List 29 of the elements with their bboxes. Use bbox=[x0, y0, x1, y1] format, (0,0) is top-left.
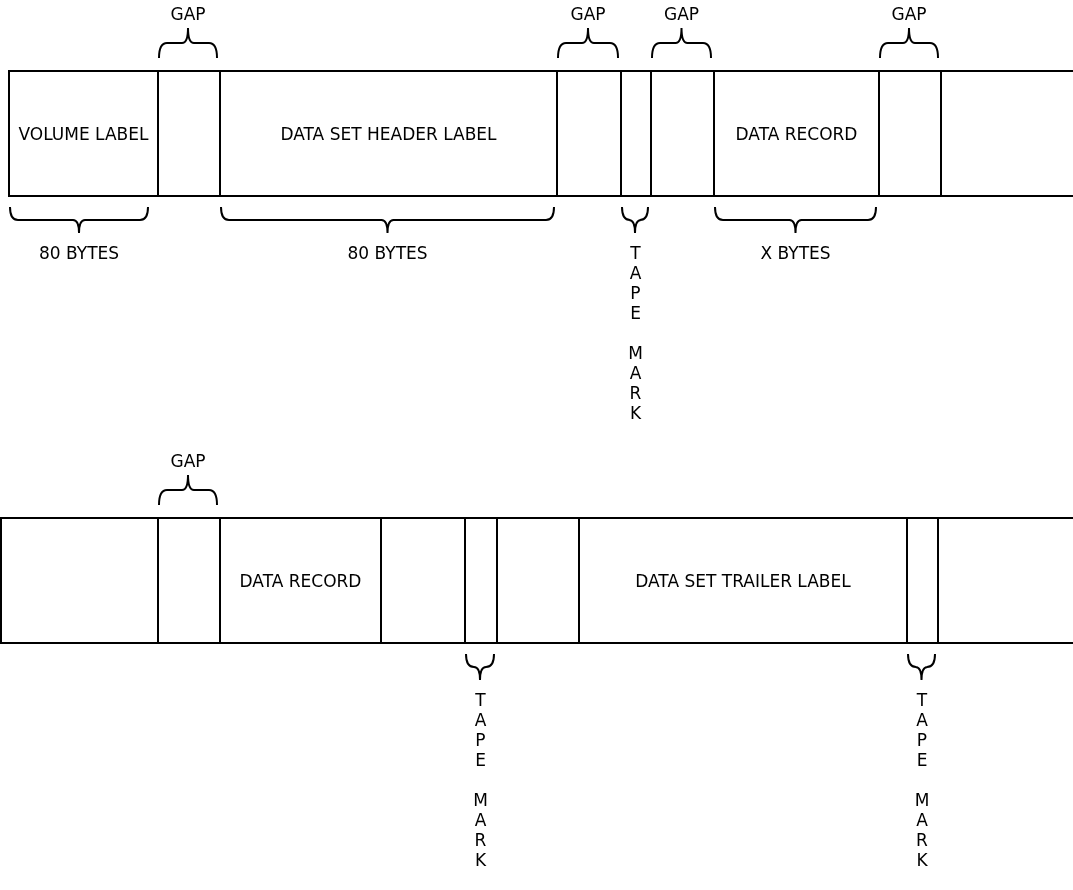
brace-label: GAP bbox=[664, 4, 700, 24]
tape-gap-block bbox=[940, 70, 1073, 197]
brace-label: TAPE MARK bbox=[471, 690, 489, 870]
brace-label: X BYTES bbox=[760, 243, 831, 263]
tape-gap-block bbox=[380, 517, 464, 644]
tape-gap-block bbox=[620, 70, 650, 197]
block-label: DATA RECORD bbox=[238, 569, 363, 593]
tape-gap-block bbox=[650, 70, 713, 197]
brace-label: GAP bbox=[891, 4, 927, 24]
block-label: VOLUME LABEL bbox=[17, 122, 150, 146]
brace-label: 80 BYTES bbox=[347, 243, 428, 263]
tape-gap-block bbox=[878, 70, 940, 197]
brace-label: TAPE MARK bbox=[913, 690, 930, 870]
block-label: DATA SET HEADER LABEL bbox=[279, 122, 498, 146]
tape-gap-block bbox=[464, 517, 496, 644]
tape-gap-block bbox=[157, 70, 219, 197]
tape-gap-block bbox=[0, 517, 157, 644]
tape-gap-block bbox=[556, 70, 620, 197]
block-label: DATA RECORD bbox=[734, 122, 859, 146]
tape-gap-block bbox=[157, 517, 219, 644]
tape-gap-block bbox=[906, 517, 937, 644]
brace-label: 80 BYTES bbox=[39, 243, 120, 263]
tape-gap-block bbox=[937, 517, 1073, 644]
block-label: DATA SET TRAILER LABEL bbox=[634, 569, 852, 593]
tape-gap-block bbox=[496, 517, 578, 644]
brace-label: GAP bbox=[170, 451, 206, 471]
brace-label: TAPE MARK bbox=[626, 243, 644, 423]
brace-label: GAP bbox=[570, 4, 606, 24]
brace-label: GAP bbox=[170, 4, 206, 24]
